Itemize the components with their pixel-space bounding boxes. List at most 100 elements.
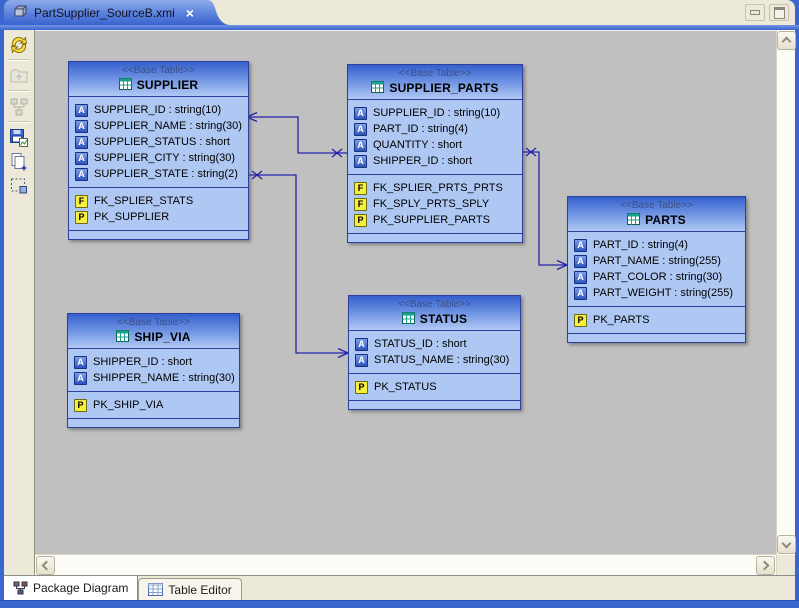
attribute-label: SUPPLIER_STATUS : short [94, 136, 230, 148]
save-as-image-button[interactable] [7, 126, 31, 149]
save-as-image-icon [10, 128, 28, 147]
horizontal-scrollbar[interactable] [35, 554, 776, 575]
restore-button[interactable] [769, 4, 789, 21]
attribute-icon: A [354, 122, 367, 136]
base-table-icon [627, 212, 641, 229]
minimize-icon [750, 10, 760, 15]
attribute-icon: A [574, 270, 587, 284]
folder-up-button [7, 64, 31, 87]
diagram-toolbar [4, 30, 35, 575]
entity-header: <<Base Table>>SHIP_VIA [68, 314, 239, 349]
new-sibling-icon [11, 152, 27, 170]
marquee-select-icon [11, 178, 27, 193]
connection-SUPPLIER_PARTS-PARTS[interactable] [521, 147, 568, 271]
entity-title-row: SHIP_VIA [68, 329, 239, 346]
editor-tab-partsupplier[interactable]: PartSupplier_SourceB.xmi × [4, 0, 203, 25]
base-table-icon [371, 80, 385, 97]
entity-title: STATUS [419, 312, 468, 326]
attribute-icon: A [354, 106, 367, 120]
vertical-scrollbar[interactable] [776, 30, 796, 555]
chevron-right-icon [759, 560, 770, 570]
chevron-up-icon [781, 36, 791, 47]
new-sibling-button[interactable] [7, 150, 31, 173]
auto-layout-button [7, 95, 31, 118]
tab-package-diagram[interactable]: Package Diagram [4, 576, 139, 600]
entity-header: <<Base Table>>SUPPLIER [69, 62, 248, 97]
restore-icon [773, 6, 785, 19]
attribute-label: PART_WEIGHT : string(255) [593, 287, 733, 299]
base-table-icon [401, 311, 415, 328]
attribute-icon: A [574, 254, 587, 268]
entity-header: <<Base Table>>STATUS [349, 296, 520, 331]
scroll-up-button[interactable] [776, 31, 796, 50]
attribute-label: SUPPLIER_STATE : string(2) [94, 168, 238, 180]
attribute-label: QUANTITY : short [373, 139, 463, 151]
connection-SUPPLIER-STATUS[interactable] [247, 170, 349, 359]
entity-footer [348, 234, 522, 242]
table-editor-icon [148, 583, 164, 596]
attribute-icon: A [574, 286, 587, 300]
attribute-label: SUPPLIER_ID : string(10) [94, 104, 222, 116]
entity-header: <<Base Table>>PARTS [568, 197, 745, 232]
attribute-row[interactable]: A PART_NAME : string(255) [568, 253, 745, 269]
attribute-label: STATUS_ID : short [374, 338, 467, 350]
attribute-label: PART_COLOR : string(30) [593, 271, 723, 283]
attribute-label: PART_ID : string(4) [373, 123, 468, 135]
foreign-key-icon: F [354, 197, 367, 211]
attribute-icon: A [74, 371, 87, 385]
attribute-label: SHIPPER_ID : short [373, 155, 473, 167]
attribute-row[interactable]: A PART_ID : string(4) [348, 121, 522, 137]
editor-tabbar: PartSupplier_SourceB.xmi × [0, 0, 799, 25]
scroll-left-button[interactable] [36, 555, 55, 575]
minimize-button[interactable] [745, 4, 765, 21]
tab-table-editor[interactable]: Table Editor [138, 578, 242, 600]
foreign-key-icon: F [354, 181, 367, 195]
tab-close-icon[interactable]: × [185, 4, 194, 21]
scroll-right-button[interactable] [756, 555, 775, 575]
attribute-label: PART_NAME : string(255) [593, 255, 721, 267]
sync-button[interactable] [7, 33, 31, 56]
entity-title: SHIP_VIA [134, 330, 191, 344]
tab-package-diagram-label: Package Diagram [33, 581, 129, 595]
attribute-row[interactable]: A PART_COLOR : string(30) [568, 269, 745, 285]
stereotype-label: <<Base Table>> [620, 200, 693, 211]
key-label: PK_SUPPLIER_PARTS [373, 214, 490, 226]
scroll-down-button[interactable] [776, 535, 796, 554]
attribute-label: SUPPLIER_NAME : string(30) [94, 120, 242, 132]
attribute-row[interactable]: A PART_WEIGHT : string(255) [568, 285, 745, 301]
entity-header: <<Base Table>>SUPPLIER_PARTS [348, 65, 522, 100]
model-file-icon [12, 3, 28, 22]
active-tab-highlight-band [0, 25, 799, 30]
marquee-select-button[interactable] [7, 174, 31, 197]
connection-SUPPLIER_PARTS-SUPPLIER[interactable] [246, 111, 347, 158]
